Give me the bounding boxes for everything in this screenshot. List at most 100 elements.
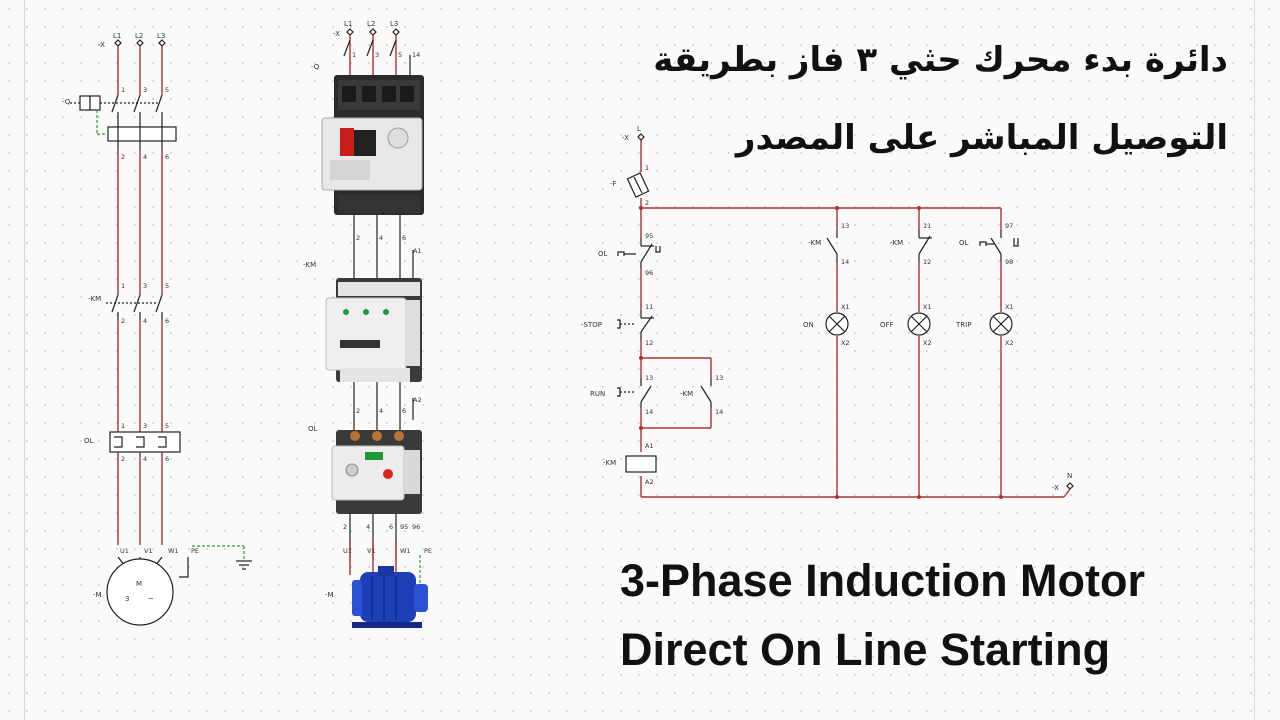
pc-ol-in-5: 5: [165, 422, 169, 430]
english-title-line2: Direct On Line Starting: [620, 624, 1111, 675]
overload-device-image: [331, 430, 422, 514]
cc-lamp3-x1: X1: [1005, 303, 1014, 311]
pc-motor-v1: V1: [144, 547, 153, 555]
cc-supply-terminal-n: [1066, 482, 1074, 490]
ph-phase-l2: L2: [367, 20, 375, 28]
cc-lamp3-aux-98: 98: [1005, 258, 1013, 266]
cc-fuse-symbol: [626, 172, 650, 198]
cc-lamp1-aux-14: 14: [841, 258, 849, 266]
pc-contactor-tag: -KM: [88, 295, 101, 303]
ph-term-5: 5: [398, 51, 402, 59]
cc-supply-tag: -X: [622, 134, 629, 142]
pc-breaker-out-2: 2: [121, 153, 125, 161]
pc-contactor-in-1: 1: [121, 282, 125, 290]
pc-overload-tag: OL: [84, 437, 94, 445]
pc-breaker-symbol: [70, 94, 177, 150]
pc-phase-l1: L1: [113, 32, 121, 40]
ph-mid-wires-1: [353, 215, 414, 280]
ph-bottom-wires: [349, 514, 421, 590]
cc-lamp2-aux-contact: [918, 230, 932, 262]
pc-contactor-out-2: 2: [121, 317, 125, 325]
pc-breaker-in-3: 3: [143, 86, 147, 94]
cc-ol-contact: [617, 238, 661, 268]
cc-lamp3-aux-97: 97: [1005, 222, 1013, 230]
cc-hold-14: 14: [715, 408, 723, 416]
ph-c-out-6: 6: [402, 407, 406, 415]
ph-phase-l1: L1: [344, 20, 352, 28]
ph-b-out-6: 6: [402, 234, 406, 242]
pc-contactor-in-5: 5: [165, 282, 169, 290]
cc-lamp1-aux-13: 13: [841, 222, 849, 230]
cc-hold-13: 13: [715, 374, 723, 382]
cc-ol-tag: OL: [598, 250, 608, 258]
cc-fuse-1: 1: [645, 164, 649, 172]
cc-lamp1-symbol: [825, 312, 849, 336]
pc-contactor-symbol: [106, 294, 163, 320]
ph-top-wires: [343, 35, 411, 75]
ph-motor-tag: -M: [325, 591, 334, 599]
cc-lamp3-symbol: [989, 312, 1013, 336]
ph-ol-out-4: 4: [366, 523, 370, 531]
pc-ol-in-3: 3: [143, 422, 147, 430]
ph-motor-u1: U1: [343, 547, 352, 555]
pc-phase-wires: [117, 46, 163, 545]
cc-ol-95: 95: [645, 232, 653, 240]
ph-b-a1: A1: [413, 247, 422, 255]
ph-overload-tag: OL: [308, 425, 318, 433]
cc-stop-button: [617, 310, 654, 340]
ph-term-3: 3: [375, 51, 379, 59]
cc-run-14: 14: [645, 408, 653, 416]
ph-contactor-tag: -KM: [303, 261, 316, 269]
cc-run-tag: RUN: [590, 390, 605, 398]
cc-fuse-tag: -F: [610, 180, 617, 188]
cc-coil-a1: A1: [645, 442, 654, 450]
pc-ol-out-6: 6: [165, 455, 169, 463]
cc-lamp2-aux-12: 12: [923, 258, 931, 266]
cc-supply-terminal-l: [637, 133, 645, 141]
pc-supply-tag: -X: [98, 41, 105, 49]
cc-lamp1-x2: X2: [841, 339, 850, 347]
arabic-title-line2: التوصيل المباشر على المصدر: [735, 118, 1228, 158]
pc-breaker-tag: -Q: [62, 98, 71, 106]
motor-device-image: [352, 566, 428, 628]
pc-motor-phase: 3: [125, 595, 129, 603]
cc-lamp3-label: TRIP: [955, 321, 971, 329]
cc-stop-11: 11: [645, 303, 653, 311]
pc-motor-tag: -M: [93, 591, 102, 599]
cc-coil-symbol: [625, 455, 657, 473]
cc-lamp1-label: ON: [803, 321, 814, 329]
arabic-title-line1: دائرة بدء محرك حثي ٣ فاز بطريقة: [653, 40, 1228, 80]
ph-phase-l3: L3: [390, 20, 398, 28]
pc-ol-in-1: 1: [121, 422, 125, 430]
pc-motor-m: M: [136, 580, 142, 588]
ph-supply-tag: -X: [333, 30, 340, 38]
cc-stop-12: 12: [645, 339, 653, 347]
pc-phase-l2: L2: [135, 32, 143, 40]
cc-lamp3-aux-contact: [979, 230, 1019, 262]
cc-lamp1-x1: X1: [841, 303, 850, 311]
pc-breaker-in-1: 1: [121, 86, 125, 94]
ph-c-out-2: 2: [356, 407, 360, 415]
cc-lamp2-symbol: [907, 312, 931, 336]
cc-stop-tag: -STOP: [581, 321, 602, 329]
pc-contactor-out-4: 4: [143, 317, 147, 325]
cc-supply-l: L: [637, 125, 641, 133]
pc-contactor-out-6: 6: [165, 317, 169, 325]
cc-coil-a2: A2: [645, 478, 654, 486]
cc-lamp3-x2: X2: [1005, 339, 1014, 347]
cc-lamp3-aux-tag: OL: [959, 239, 969, 247]
ph-ol-out-6: 6: [389, 523, 393, 531]
cc-junctions: [639, 206, 1003, 499]
ph-term-1: 1: [352, 51, 356, 59]
cc-run-13: 13: [645, 374, 653, 382]
cc-fuse-2: 2: [645, 199, 649, 207]
breaker-device-image: [321, 75, 424, 215]
pc-ol-out-2: 2: [121, 455, 125, 463]
contactor-device-image: [325, 278, 422, 382]
cc-ol-96: 96: [645, 269, 653, 277]
cc-hold-tag: -KM: [680, 390, 693, 398]
pc-motor-u1: U1: [120, 547, 129, 555]
